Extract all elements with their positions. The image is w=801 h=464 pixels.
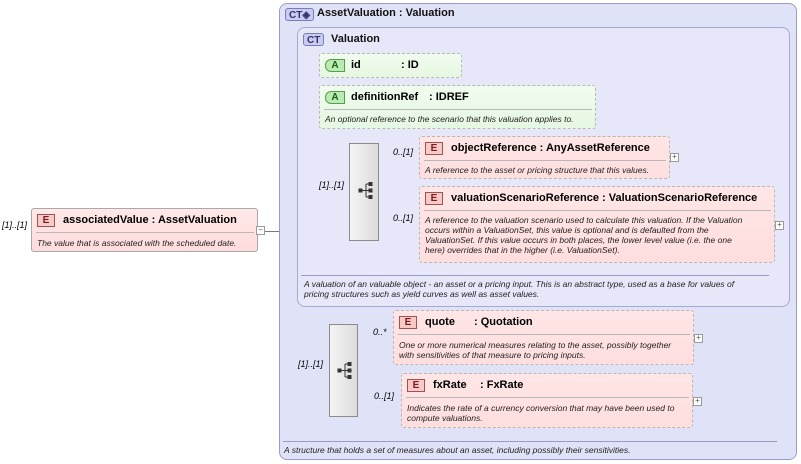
divider [406, 397, 689, 398]
divider [301, 275, 769, 276]
inner-type-title: Valuation [331, 33, 380, 45]
attribute-definitionref-description: An optional reference to the scenario th… [325, 114, 574, 124]
divider [283, 441, 777, 442]
description-line: compute valuations. [407, 413, 483, 423]
collapse-toggle[interactable]: − [256, 226, 265, 235]
outer-sequence-cardinality: [1]..[1] [298, 359, 324, 369]
connector-root-to-type [262, 231, 289, 232]
sequence-icon [337, 362, 352, 379]
complex-type-extension-badge: CT◈ [285, 8, 315, 21]
description-line: occurs within a ValuationSet, this value… [425, 225, 709, 235]
element-quote-name: quote [425, 316, 455, 328]
description-line: One or more numerical measures relating … [399, 340, 672, 350]
root-cardinality: [1]..[1] [2, 220, 28, 230]
divider [424, 210, 771, 211]
element-valuationscenarioreference-box[interactable]: E valuationScenarioReference : Valuation… [419, 186, 775, 263]
root-element-description: The value that is associated with the sc… [37, 238, 237, 248]
inner-sequence-cardinality: [1]..[1] [319, 180, 345, 190]
attribute-id-type: : ID [401, 59, 419, 71]
inner-type-description-line: A valuation of an valuable object - an a… [304, 279, 735, 289]
attribute-definitionref-type: : IDREF [429, 91, 469, 103]
outer-type-description: A structure that holds a set of measures… [284, 445, 631, 455]
element-fxrate-name: fxRate [433, 379, 467, 391]
element-objectreference-box[interactable]: E objectReference : AnyAssetReference A … [419, 136, 670, 179]
element-quote-type: : Quotation [474, 316, 533, 328]
expand-toggle[interactable]: + [693, 397, 702, 406]
complex-type-badge: CT [303, 33, 325, 46]
root-element-name: associatedValue : AssetValuation [63, 214, 237, 226]
description-line: with sensitivities of that measure to pr… [399, 350, 586, 360]
attribute-definitionref-name: definitionRef [351, 91, 419, 103]
attribute-id-name: id [351, 59, 361, 71]
element-objectreference-name: objectReference : AnyAssetReference [451, 142, 650, 154]
attribute-id-box[interactable]: A id : ID [319, 53, 462, 78]
element-objectreference-description: A reference to the asset or pricing stru… [425, 165, 650, 175]
attribute-definitionref-box[interactable]: A definitionRef : IDREF An optional refe… [319, 85, 596, 129]
expand-toggle[interactable]: + [775, 221, 784, 230]
element-fxrate-box[interactable]: E fxRate : FxRate Indicates the rate of … [401, 373, 693, 428]
sequence-compositor[interactable] [329, 324, 358, 417]
divider [424, 160, 666, 161]
element-badge: E [425, 192, 443, 205]
sequence-icon [358, 182, 373, 199]
expand-toggle[interactable]: + [670, 153, 679, 162]
inner-type-description-line: pricing structures such as yield curves … [304, 289, 540, 299]
attribute-badge: A [325, 59, 345, 72]
element-badge: E [399, 316, 417, 329]
root-element-box[interactable]: E associatedValue : AssetValuation The v… [31, 208, 258, 252]
objectreference-cardinality: 0..[1] [393, 147, 414, 157]
element-quote-box[interactable]: E quote : Quotation One or more numerica… [393, 310, 694, 365]
element-valuationscenarioreference-name: valuationScenarioReference : ValuationSc… [451, 192, 758, 204]
divider [36, 232, 254, 233]
description-line: ValuationSet. If this value occurs in bo… [425, 235, 732, 245]
description-line: here) overrides that in the higher (i.e.… [425, 245, 620, 255]
divider [398, 334, 690, 335]
valuationscenarioreference-cardinality: 0..[1] [393, 213, 414, 223]
expand-toggle[interactable]: + [694, 334, 703, 343]
element-fxrate-type: : FxRate [480, 379, 524, 391]
divider [324, 109, 592, 110]
fxrate-cardinality: 0..[1] [374, 391, 395, 401]
element-badge: E [37, 214, 55, 227]
element-badge: E [425, 142, 443, 155]
description-line: A reference to the valuation scenario us… [425, 215, 743, 225]
outer-type-title: AssetValuation : Valuation [317, 7, 455, 19]
description-line: Indicates the rate of a currency convers… [407, 403, 675, 413]
element-badge: E [407, 379, 425, 392]
sequence-compositor[interactable] [349, 143, 379, 241]
attribute-badge: A [325, 91, 345, 104]
quote-cardinality: 0..* [373, 327, 387, 337]
